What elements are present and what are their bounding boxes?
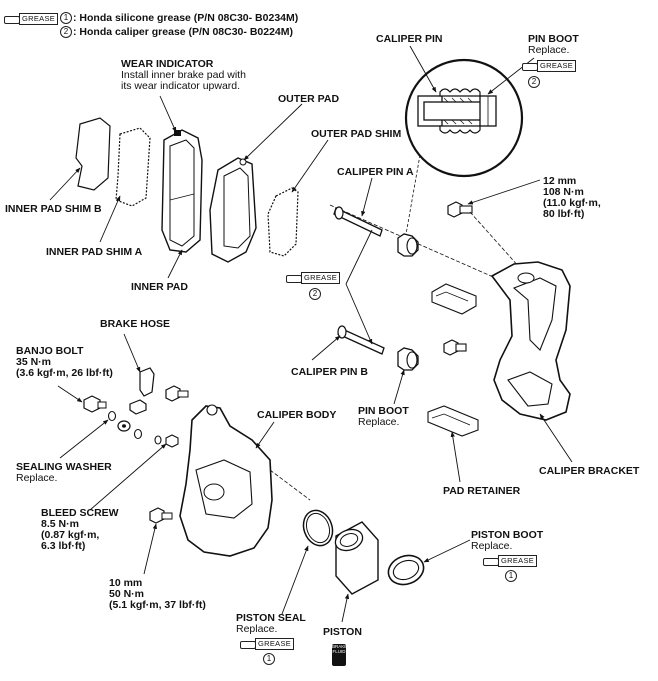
- label-pin-boot-top-note: Replace.: [528, 44, 570, 56]
- label-caliper-pin-a: CALIPER PIN A: [337, 166, 414, 178]
- circled-number-icon: 2: [309, 288, 321, 300]
- label-inner-pad: INNER PAD: [131, 281, 188, 293]
- legend-item-1: 1: Honda silicone grease (P/N 08C30- B02…: [60, 12, 299, 25]
- grease-tag-icon: GREASE: [240, 638, 295, 650]
- inner-pad-part: [159, 95, 203, 279]
- caliper-pin-a-part: [329, 177, 501, 281]
- caliper-pin-detail-callout: [404, 45, 535, 241]
- caliper-pin-b-part: [311, 229, 385, 361]
- label-inner-pad-shim-b: INNER PAD SHIM B: [5, 203, 102, 215]
- grease-tag-icon: GREASE: [483, 555, 538, 567]
- grease-tag-icon: GREASE: [522, 60, 577, 72]
- circled-number-icon: 1: [505, 570, 517, 582]
- label-outer-pad-shim: OUTER PAD SHIM: [311, 128, 402, 140]
- label-bleed-screw-torque-2: (0.87 kgf·m,: [41, 529, 100, 541]
- label-torque-12mm-1: 12 mm: [543, 175, 577, 187]
- label-pin-boot: PIN BOOT: [358, 405, 409, 417]
- caliper-body-bolt-lower-part: [143, 507, 173, 575]
- label-torque-10mm-3: (5.1 kgf·m, 37 lbf·ft): [109, 599, 206, 611]
- banjo-bolt-part: [57, 385, 143, 459]
- label-torque-10mm-1: 10 mm: [109, 577, 143, 589]
- label-torque-10mm-2: 50 N·m: [109, 588, 145, 600]
- label-wear-indicator-note-1: Install inner brake pad with: [121, 69, 246, 81]
- grease-tag-icon: GREASE: [286, 272, 341, 284]
- label-piston-boot: PISTON BOOT: [471, 529, 544, 541]
- legend-item-2-text: : Honda caliper grease (P/N 08C30- B0224…: [73, 26, 293, 38]
- label-banjo-bolt-torque-1: 35 N·m: [16, 356, 52, 368]
- label-caliper-pin: CALIPER PIN: [376, 33, 443, 45]
- pin-boot-upper-part: [397, 233, 419, 257]
- bracket-bolt-12mm-part: [447, 179, 541, 269]
- bleed-screw-part: [89, 434, 179, 511]
- label-outer-pad: OUTER PAD: [278, 93, 340, 105]
- label-brake-hose: BRAKE HOSE: [100, 318, 171, 330]
- label-pin-boot-note: Replace.: [358, 416, 400, 428]
- lower-pad-retainer-part: [427, 405, 479, 483]
- piston-part: [334, 521, 379, 623]
- circled-number-icon: 1: [60, 12, 72, 25]
- legend-item-1-text: : Honda silicone grease (P/N 08C30- B023…: [73, 12, 299, 24]
- label-bleed-screw-torque-3: 6.3 lbf·ft): [41, 540, 86, 552]
- brake-hose-part: [117, 333, 155, 432]
- label-piston-seal-note: Replace.: [236, 623, 278, 635]
- label-pad-retainer: PAD RETAINER: [443, 485, 521, 497]
- label-wear-indicator: WEAR INDICATOR: [121, 58, 214, 70]
- label-torque-12mm-4: 80 lbf·ft): [543, 208, 585, 220]
- legend-item-2: 2: Honda caliper grease (P/N 08C30- B022…: [60, 26, 293, 39]
- label-pin-boot-top: PIN BOOT: [528, 33, 579, 45]
- circled-number-icon: 2: [528, 76, 540, 88]
- label-bleed-screw: BLEED SCREW: [41, 507, 119, 519]
- label-caliper-bracket: CALIPER BRACKET: [539, 465, 640, 477]
- caliper-body-part: [179, 404, 311, 557]
- label-inner-pad-shim-a: INNER PAD SHIM A: [46, 246, 143, 258]
- outer-pad-part: [209, 103, 303, 263]
- label-banjo-bolt: BANJO BOLT: [16, 345, 84, 357]
- label-wear-indicator-note-2: its wear indicator upward.: [121, 80, 241, 92]
- caliper-body-bolt-upper-part: [165, 385, 189, 402]
- label-piston-boot-note: Replace.: [471, 540, 513, 552]
- circled-number-icon: 2: [60, 26, 72, 39]
- upper-pad-retainer-part: [431, 283, 477, 315]
- caliper-bracket-part: [490, 261, 573, 463]
- label-sealing-washer: SEALING WASHER: [16, 461, 112, 473]
- label-banjo-bolt-torque-2: (3.6 kgf·m, 26 lbf·ft): [16, 367, 113, 379]
- label-piston: PISTON: [323, 626, 362, 638]
- outer-pad-shim-part: [267, 139, 329, 257]
- label-torque-12mm-3: (11.0 kgf·m,: [543, 197, 601, 209]
- bracket-bolt-lower-part: [443, 339, 467, 356]
- grease-tag-icon: GREASE: [4, 13, 59, 25]
- piston-boot-part: [387, 539, 471, 586]
- inner-pad-shim-b-part: [49, 117, 111, 201]
- label-sealing-washer-note: Replace.: [16, 472, 58, 484]
- circled-number-icon: 1: [263, 653, 275, 665]
- label-caliper-pin-b: CALIPER PIN B: [291, 366, 369, 378]
- label-bleed-screw-torque-1: 8.5 N·m: [41, 518, 79, 530]
- label-caliper-body: CALIPER BODY: [257, 409, 337, 421]
- pin-boot-lower-part: [393, 347, 419, 405]
- label-piston-seal: PISTON SEAL: [236, 612, 306, 624]
- label-torque-12mm-2: 108 N·m: [543, 186, 584, 198]
- inner-pad-shim-a-part: [99, 127, 151, 243]
- piston-seal-part: [281, 509, 334, 615]
